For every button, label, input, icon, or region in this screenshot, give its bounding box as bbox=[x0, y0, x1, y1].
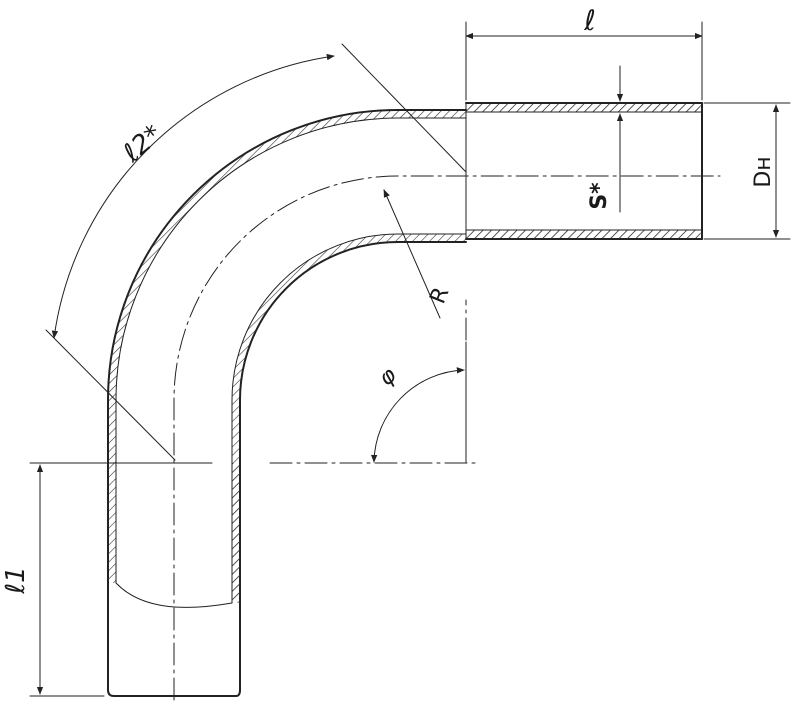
label-wall-thickness: S* bbox=[587, 182, 612, 210]
pipe-wall-outer bbox=[107, 103, 700, 464]
label-angle: φ bbox=[374, 362, 402, 391]
dim-radius bbox=[383, 189, 441, 319]
dim-arc-length bbox=[51, 53, 335, 339]
label-arc-length: ℓ2* bbox=[117, 119, 168, 169]
dim-angle bbox=[370, 367, 465, 463]
centerlines bbox=[173, 175, 721, 701]
label-length-bottom: ℓ1 bbox=[1, 566, 31, 594]
straight-section-vertical bbox=[107, 462, 241, 697]
label-length-straight: ℓ bbox=[583, 4, 596, 37]
label-outer-diameter: Dн bbox=[751, 156, 776, 187]
straight-section-horizontal bbox=[465, 102, 703, 240]
label-radius: R bbox=[426, 284, 455, 308]
